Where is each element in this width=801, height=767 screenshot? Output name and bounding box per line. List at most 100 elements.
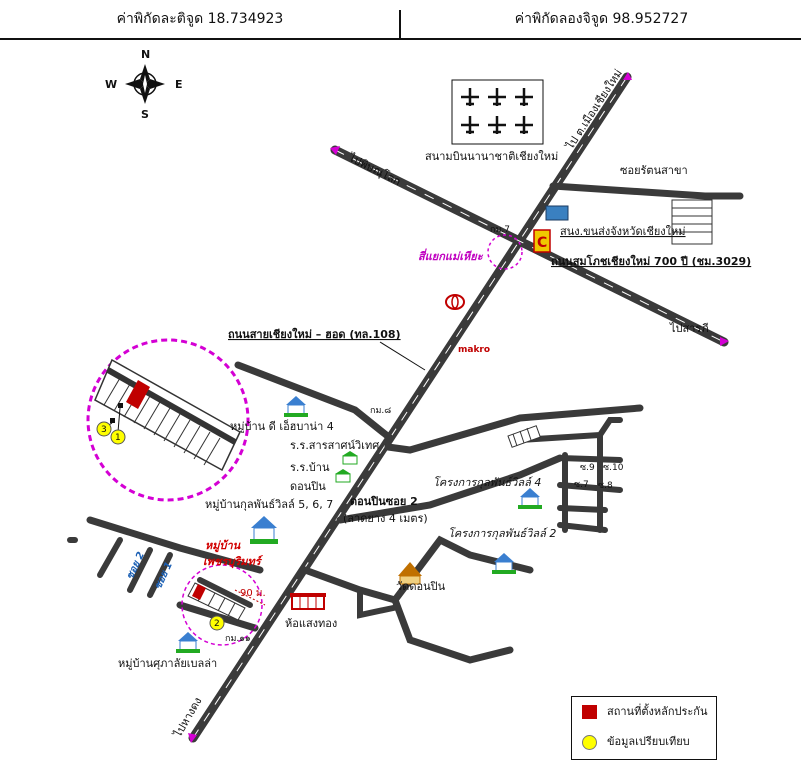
map-legend: สถานที่ตั้งหลักประกัน ข้อมูลเปรียบเทียบ	[571, 696, 717, 760]
soi-rattanasakha-label: ซอยรัตนสาขา	[620, 164, 688, 177]
road-108-label: ถนนสายเชียงใหม่ – ฮอด (ทล.108)	[228, 327, 401, 341]
kulphan-4-road	[517, 417, 623, 443]
inset-lot-diagram: 1 3	[94, 358, 241, 472]
house-icon-supalai	[176, 632, 200, 653]
road-108-leader	[379, 341, 426, 371]
arrow-to-chiangmai-icon	[623, 72, 632, 80]
subject-inset-circle	[86, 338, 250, 502]
compass-n: N	[141, 48, 150, 61]
road-wat-donpin	[301, 535, 534, 605]
airport-icon	[451, 79, 544, 145]
legend-collateral-label: สถานที่ตั้งหลักประกัน	[607, 705, 708, 718]
soi-1-label: ซอย 1	[153, 560, 175, 591]
airport-label: สนามบินนานาชาติเชียงใหม่	[425, 150, 558, 163]
temple-icon	[398, 562, 422, 585]
road-east-upper	[384, 404, 644, 454]
arrow-to-saraphi-icon	[720, 337, 729, 346]
km-lower-label: กม.๑๑	[225, 634, 251, 644]
marker-2-circle	[209, 615, 225, 631]
compass-e: E	[175, 78, 183, 91]
latitude-label: ค่าพิกัดละติจูด 18.734923	[116, 11, 284, 27]
school-2a-label: ร.ร.บ้าน	[290, 461, 330, 474]
school-icon-1	[342, 451, 358, 465]
road-network	[67, 72, 744, 743]
moo-dee-aebana-label: หมู่บ้าน ดี เอ็ฮบาน่า 4	[230, 419, 334, 433]
lower-left-sub-1	[97, 537, 123, 578]
marker-1-label: 1	[115, 433, 121, 443]
road-700-centerline	[334, 149, 725, 343]
to-phisanulok-label: ไปพิษณุโลก	[346, 150, 404, 189]
soi-7-label: ซ.7	[574, 480, 589, 490]
phetboriruk-lots: 2	[187, 582, 246, 631]
moo-phetboriruk-label-1: หมู่บ้าน	[205, 539, 241, 553]
coordinate-header: ค่าพิกัดละติจูด 18.734923 ค่าพิกัดลองจิจ…	[0, 0, 801, 40]
location-map: 1 3 2 N S E W สนามบินนานาชาติเชี	[67, 48, 751, 743]
school-1-label: ร.ร.สารสาศน์วิเทศ	[290, 439, 379, 452]
compass-w: W	[105, 78, 117, 91]
house-icon-kulphan-4	[518, 488, 542, 509]
wat-donpin-label: วัดดอนปิน	[396, 580, 446, 593]
soi-10-label: ซ.10	[603, 463, 624, 473]
hang-thong-shop-icon	[290, 593, 326, 610]
marker-1-circle	[110, 429, 126, 445]
arrow-to-hang-dong-icon	[188, 733, 197, 743]
soi-donpin-2-road	[336, 454, 564, 524]
road-700-label: ถนนสมโภชเชียงใหม่ 700 ปี (ชม.3029)	[551, 254, 751, 268]
makro-label: makro	[458, 345, 490, 355]
inset-comparison-point-3	[110, 418, 115, 423]
house-icon-dee-aebana	[284, 396, 308, 417]
house-icon-kulphan-2	[492, 553, 516, 574]
kulphan-branch-2	[557, 482, 623, 493]
legend-comparison-label: ข้อมูลเปรียบเทียบ	[607, 735, 690, 748]
moo-phetboriruk-label-2: เพชรบุริมทร์	[203, 555, 264, 569]
hang-thong-label: ห้อแสงทอง	[285, 617, 337, 630]
moo-kulphan-567-label: หมู่บ้านกุลพันธ์วิลล์ 5, 6, 7	[205, 498, 333, 511]
school-icon-2	[335, 469, 351, 483]
rattanasakha-subdivision	[671, 199, 713, 245]
comparison-circle-icon	[582, 734, 597, 750]
soi-9-label: ซ.9	[580, 463, 595, 473]
inset-comparison-point-1	[118, 403, 123, 408]
soi-donpin-2-sub-label: (ลาดยาง 4 เมตร)	[343, 512, 428, 525]
project-kulphan-2-label: โครงการกุลพันธ์วิลล์ 2	[448, 527, 556, 540]
mae-hia-junction-circle	[487, 234, 523, 270]
km7-label: กม.7	[490, 225, 510, 235]
mae-hia-junction-label: สี่แยกแม่เหียะ	[418, 248, 484, 263]
project-kulphan-4-label: โครงการกุลพันธ์วิลล์ 4	[433, 476, 541, 489]
road-dee-aebana	[234, 361, 394, 442]
to-saraphi-label: ไปสารภี	[669, 322, 709, 335]
legend-collateral-row: สถานที่ตั้งหลักประกัน	[582, 703, 707, 721]
soi-8-label: ซ.8	[598, 481, 613, 491]
lower-left-sub-4	[147, 552, 173, 598]
distance-label: 90 ม.	[240, 588, 266, 599]
marker-2-label: 2	[214, 619, 220, 629]
soi-rattanasakha-road	[549, 182, 744, 200]
kulphan-branch-1	[557, 455, 623, 463]
toyota-logo-icon	[445, 294, 465, 310]
subject-collateral-marker	[192, 584, 206, 600]
road-lower-right	[391, 596, 514, 664]
inset-collateral-marker	[126, 380, 150, 409]
transport-office-label: สนง.ขนส่งจังหวัดเชียงใหม่	[560, 225, 686, 238]
compass-s: S	[141, 108, 149, 121]
svg-text:C: C	[537, 235, 547, 251]
marker-3-label: 3	[101, 425, 107, 435]
distance-dimension-line	[234, 589, 266, 606]
subject-location-circle	[181, 564, 263, 646]
lower-left-main-soi	[86, 516, 264, 574]
road-wat-loop	[357, 587, 401, 619]
soi-donpin-2-label: ดอนปินซอย 2	[350, 495, 418, 508]
header-divider	[399, 10, 401, 40]
header-rule	[0, 38, 801, 40]
kulphan-4-lots	[507, 425, 541, 448]
subdivision-block-rattanasakha	[671, 199, 713, 245]
to-chiangmai-label: ไป ต.เมืองเชียงใหม่	[563, 67, 625, 153]
km-upper-label: กม.๘	[370, 406, 391, 416]
transport-office-icon: C	[533, 205, 569, 253]
lower-left-sub-2	[127, 547, 153, 593]
longitude-label: ค่าพิกัดลองจิจูด 98.952727	[514, 11, 689, 27]
collateral-square-icon	[582, 705, 597, 719]
compass-rose-icon: N S E W	[105, 48, 183, 121]
moo-supalai-label: หมู่บ้านศุภาลัยเบลล่า	[118, 657, 217, 670]
arrow-to-phisanulok-icon	[330, 146, 340, 155]
